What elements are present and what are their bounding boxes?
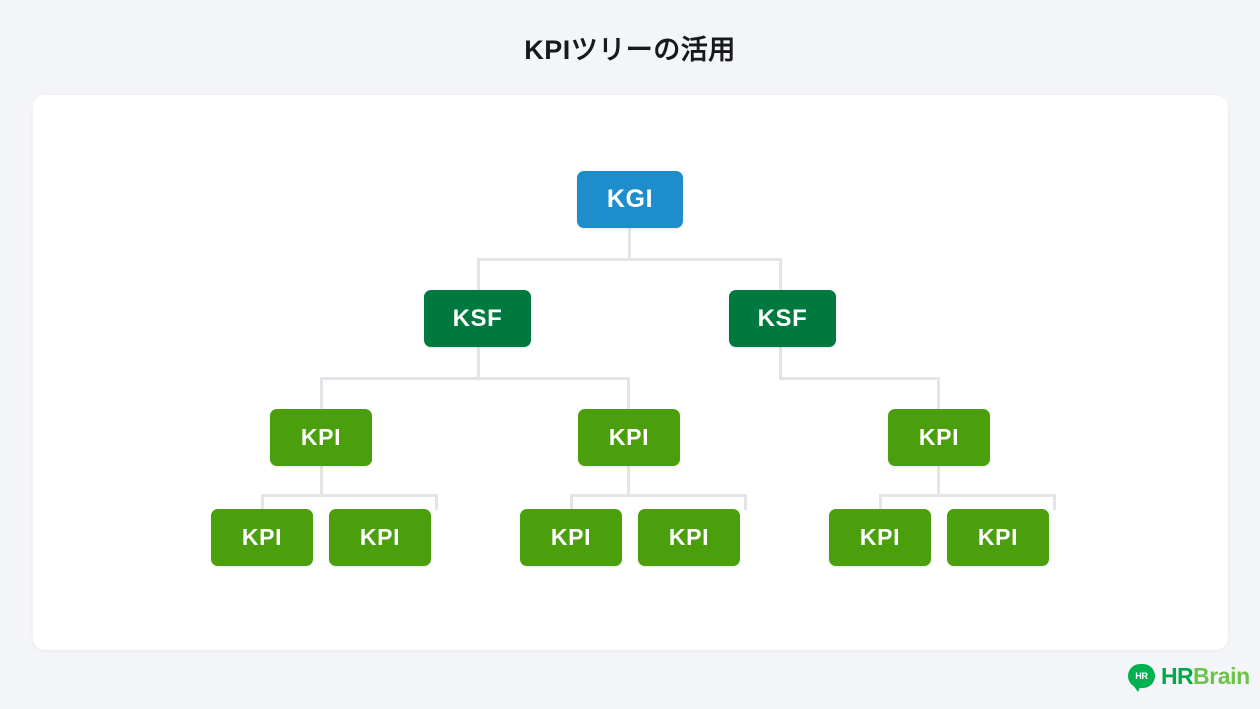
node-kpi-leaf-3[interactable]: KPI bbox=[520, 509, 622, 566]
diagram-card: KGI KSF KSF KPI KPI KPI KPI KPI KPI KPI … bbox=[33, 95, 1228, 650]
connector-leaf1-drop bbox=[261, 494, 264, 510]
connector-ksf-left-bus bbox=[320, 377, 630, 380]
logo-bubble-label: HR bbox=[1135, 670, 1148, 681]
node-kpi-leaf-6[interactable]: KPI bbox=[947, 509, 1049, 566]
connector-ksf-right-bus bbox=[779, 377, 940, 380]
connector-leaf4-drop bbox=[744, 494, 747, 510]
node-kpi-leaf-4[interactable]: KPI bbox=[638, 509, 740, 566]
node-ksf-left[interactable]: KSF bbox=[424, 290, 531, 347]
node-kpi-leaf-2[interactable]: KPI bbox=[329, 509, 431, 566]
connector-kpi1-bus bbox=[261, 494, 438, 497]
connector-kpi3-drop bbox=[937, 377, 940, 411]
page-title: KPIツリーの活用 bbox=[524, 35, 736, 65]
connector-leaf2-drop bbox=[435, 494, 438, 510]
connector-kpi1-drop bbox=[320, 377, 323, 411]
connector-ksf-right-stem bbox=[779, 347, 782, 379]
connector-leaf3-drop bbox=[570, 494, 573, 510]
node-kpi-mid-2[interactable]: KPI bbox=[578, 409, 680, 466]
node-kpi-leaf-1[interactable]: KPI bbox=[211, 509, 313, 566]
connector-layer bbox=[33, 95, 1228, 650]
connector-ksf-right-drop bbox=[779, 258, 782, 292]
connector-ksf-left-stem bbox=[477, 347, 480, 379]
connector-leaf6-drop bbox=[1053, 494, 1056, 510]
connector-kpi2-stem bbox=[627, 466, 630, 496]
node-kpi-mid-1[interactable]: KPI bbox=[270, 409, 372, 466]
connector-kgi-bus bbox=[477, 258, 782, 261]
logo-word-primary: HR bbox=[1161, 662, 1194, 689]
speech-bubble-icon: HR bbox=[1128, 664, 1155, 692]
connector-leaf5-drop bbox=[879, 494, 882, 510]
node-kgi[interactable]: KGI bbox=[577, 171, 683, 228]
node-ksf-right[interactable]: KSF bbox=[729, 290, 836, 347]
node-kpi-mid-3[interactable]: KPI bbox=[888, 409, 990, 466]
connector-kpi1-stem bbox=[320, 466, 323, 496]
connector-kpi2-bus bbox=[570, 494, 747, 497]
connector-kpi3-bus bbox=[879, 494, 1056, 497]
connector-kpi2-drop bbox=[627, 377, 630, 411]
connector-kpi3-stem bbox=[937, 466, 940, 496]
connector-kgi-stem bbox=[628, 228, 631, 260]
node-kpi-leaf-5[interactable]: KPI bbox=[829, 509, 931, 566]
logo-word-secondary: Brain bbox=[1193, 662, 1250, 689]
brand-logo: HR HR Brain bbox=[1128, 661, 1250, 692]
connector-ksf-left-drop bbox=[477, 258, 480, 292]
